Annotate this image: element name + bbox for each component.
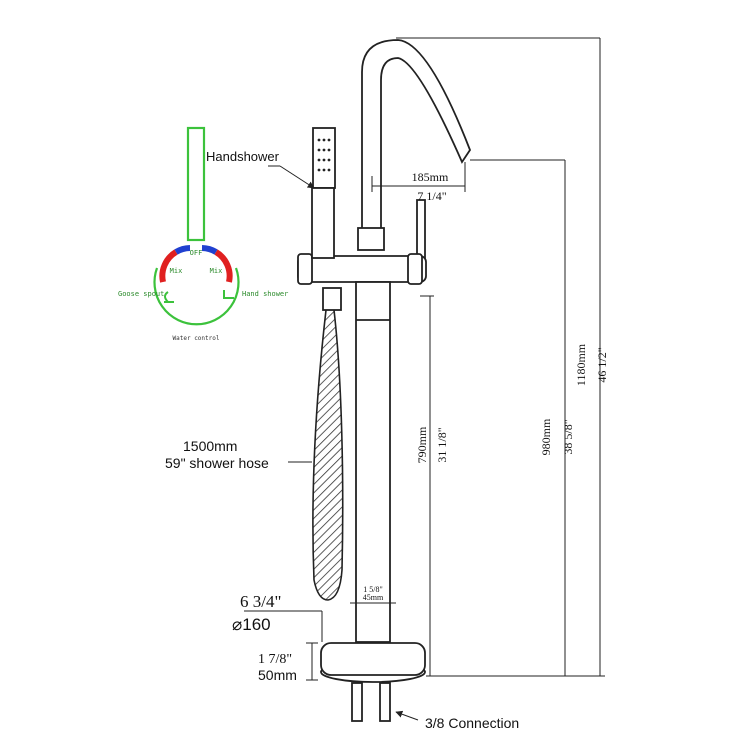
base-height-in-label: 1 7/8" [258,652,292,667]
shower-hose [312,309,344,601]
hot-arc-left [159,249,178,283]
spout-reach-in-label: 7 1/4" [417,189,446,203]
control-gooseneck-label: Goose spout [118,290,164,298]
spout-gooseneck [361,39,472,236]
handshower-leader [279,165,315,189]
base-diameter-in-label: 6 3/4" [240,592,281,611]
control-caption: Water control [173,335,220,342]
pipe-diameter-mm-label: 45mm [363,593,384,602]
control-lever [416,199,426,259]
spout-collar [357,227,385,251]
spout-reach-mm-label: 185mm [412,170,449,184]
hose-length-mm-label: 1500mm [183,438,237,454]
spout-height-in-label: 38 5/8" [561,419,575,454]
total-height-in-label: 46 1/2" [595,347,609,382]
handshower-holes [317,138,331,172]
spout-height-mm-label: 980mm [539,418,553,455]
base-body [320,642,426,676]
control-off-label: OFF [190,249,203,257]
pipe-diameter-in-label: 1 5/8" [363,585,383,594]
total-height-mm-label: 1180mm [574,343,588,386]
hose-connector [322,287,342,311]
hose-length-in-label: 59" shower hose [165,455,269,471]
gooseneck-icon [164,291,174,303]
main-pipe [355,281,391,643]
supply-line-right [379,682,391,722]
faucet-body [297,39,472,722]
mixer-knob-left [297,253,313,285]
control-mix-right-label: Mix [210,267,223,275]
control-dial-outline [153,267,240,326]
handshower-head [312,127,336,189]
handshower-icon [223,290,234,299]
mixer-body [297,255,427,283]
connection-leader [395,710,419,721]
connection-label: 3/8 Connection [425,715,519,731]
control-lever-stem [186,126,206,242]
body-height-in-label: 31 1/8" [435,427,449,462]
base-diameter-mm-label: ⌀160 [232,615,271,634]
cold-arc-left [174,245,191,255]
hot-arc-right [214,249,233,283]
control-mix-left-label: Mix [170,267,183,275]
cold-arc-right [201,245,218,255]
handshower-label: Handshower [206,149,280,164]
base-height-mm-label: 50mm [258,667,297,683]
control-handshower-label: Hand shower [242,290,288,298]
body-height-mm-label: 790mm [415,426,429,463]
dimension-lines [244,37,605,681]
supply-line-left [351,682,363,722]
water-control-inset [153,126,240,326]
handshower-handle [311,187,335,259]
mixer-knob-right [407,253,423,285]
